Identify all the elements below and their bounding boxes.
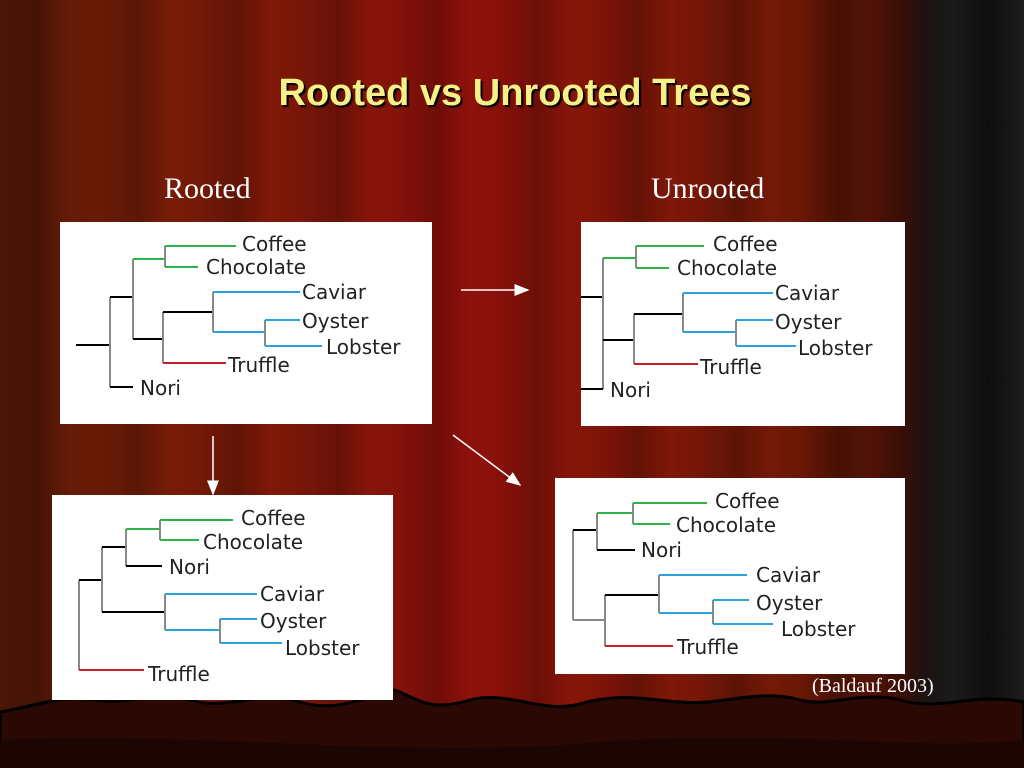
leaf-oyster: Oyster bbox=[302, 309, 369, 333]
leaf-oyster: Oyster bbox=[260, 609, 327, 633]
leaf-truffle: Truffle bbox=[699, 355, 762, 379]
leaf-oyster: Oyster bbox=[775, 310, 842, 334]
leaf-nori: Nori bbox=[610, 378, 651, 402]
leaf-truffle: Truffle bbox=[676, 635, 739, 659]
leaf-chocolate: Chocolate bbox=[676, 513, 776, 537]
slide-title: Rooted vs Unrooted Trees bbox=[278, 72, 752, 114]
leaf-lobster: Lobster bbox=[798, 336, 873, 360]
unrooted-tree-panel: Coffee Chocolate Caviar Oyster Lobster T… bbox=[581, 222, 905, 426]
leaf-truffle: Truffle bbox=[147, 662, 210, 686]
leaf-chocolate: Chocolate bbox=[203, 530, 303, 554]
rerooted-tree-panel-right: Coffee Chocolate Nori Caviar Oyster Lobs… bbox=[555, 478, 905, 674]
leaf-coffee: Coffee bbox=[241, 506, 306, 530]
rooted-label: Rooted bbox=[164, 172, 251, 205]
leaf-caviar: Caviar bbox=[756, 563, 821, 587]
leaf-oyster: Oyster bbox=[756, 591, 823, 615]
leaf-lobster: Lobster bbox=[326, 335, 401, 359]
citation: (Baldauf 2003) bbox=[812, 675, 934, 697]
leaf-coffee: Coffee bbox=[242, 232, 307, 256]
leaf-chocolate: Chocolate bbox=[677, 256, 777, 280]
unrooted-label: Unrooted bbox=[651, 172, 765, 205]
leaf-caviar: Caviar bbox=[302, 280, 367, 304]
rerooted-tree-panel-left: Coffee Chocolate Nori Caviar Oyster Lobs… bbox=[52, 495, 393, 700]
leaf-lobster: Lobster bbox=[781, 617, 856, 641]
leaf-nori: Nori bbox=[140, 376, 181, 400]
leaf-chocolate: Chocolate bbox=[206, 255, 306, 279]
rooted-tree-panel: Coffee Chocolate Caviar Oyster Lobster T… bbox=[60, 222, 432, 424]
arrow-diagonal bbox=[452, 434, 522, 486]
leaf-coffee: Coffee bbox=[713, 232, 778, 256]
leaf-coffee: Coffee bbox=[715, 489, 780, 513]
leaf-lobster: Lobster bbox=[285, 636, 360, 660]
leaf-caviar: Caviar bbox=[775, 281, 840, 305]
leaf-caviar: Caviar bbox=[260, 582, 325, 606]
leaf-truffle: Truffle bbox=[227, 353, 290, 377]
leaf-nori: Nori bbox=[169, 555, 210, 579]
right-curtain bbox=[905, 0, 1024, 768]
leaf-nori: Nori bbox=[641, 538, 682, 562]
